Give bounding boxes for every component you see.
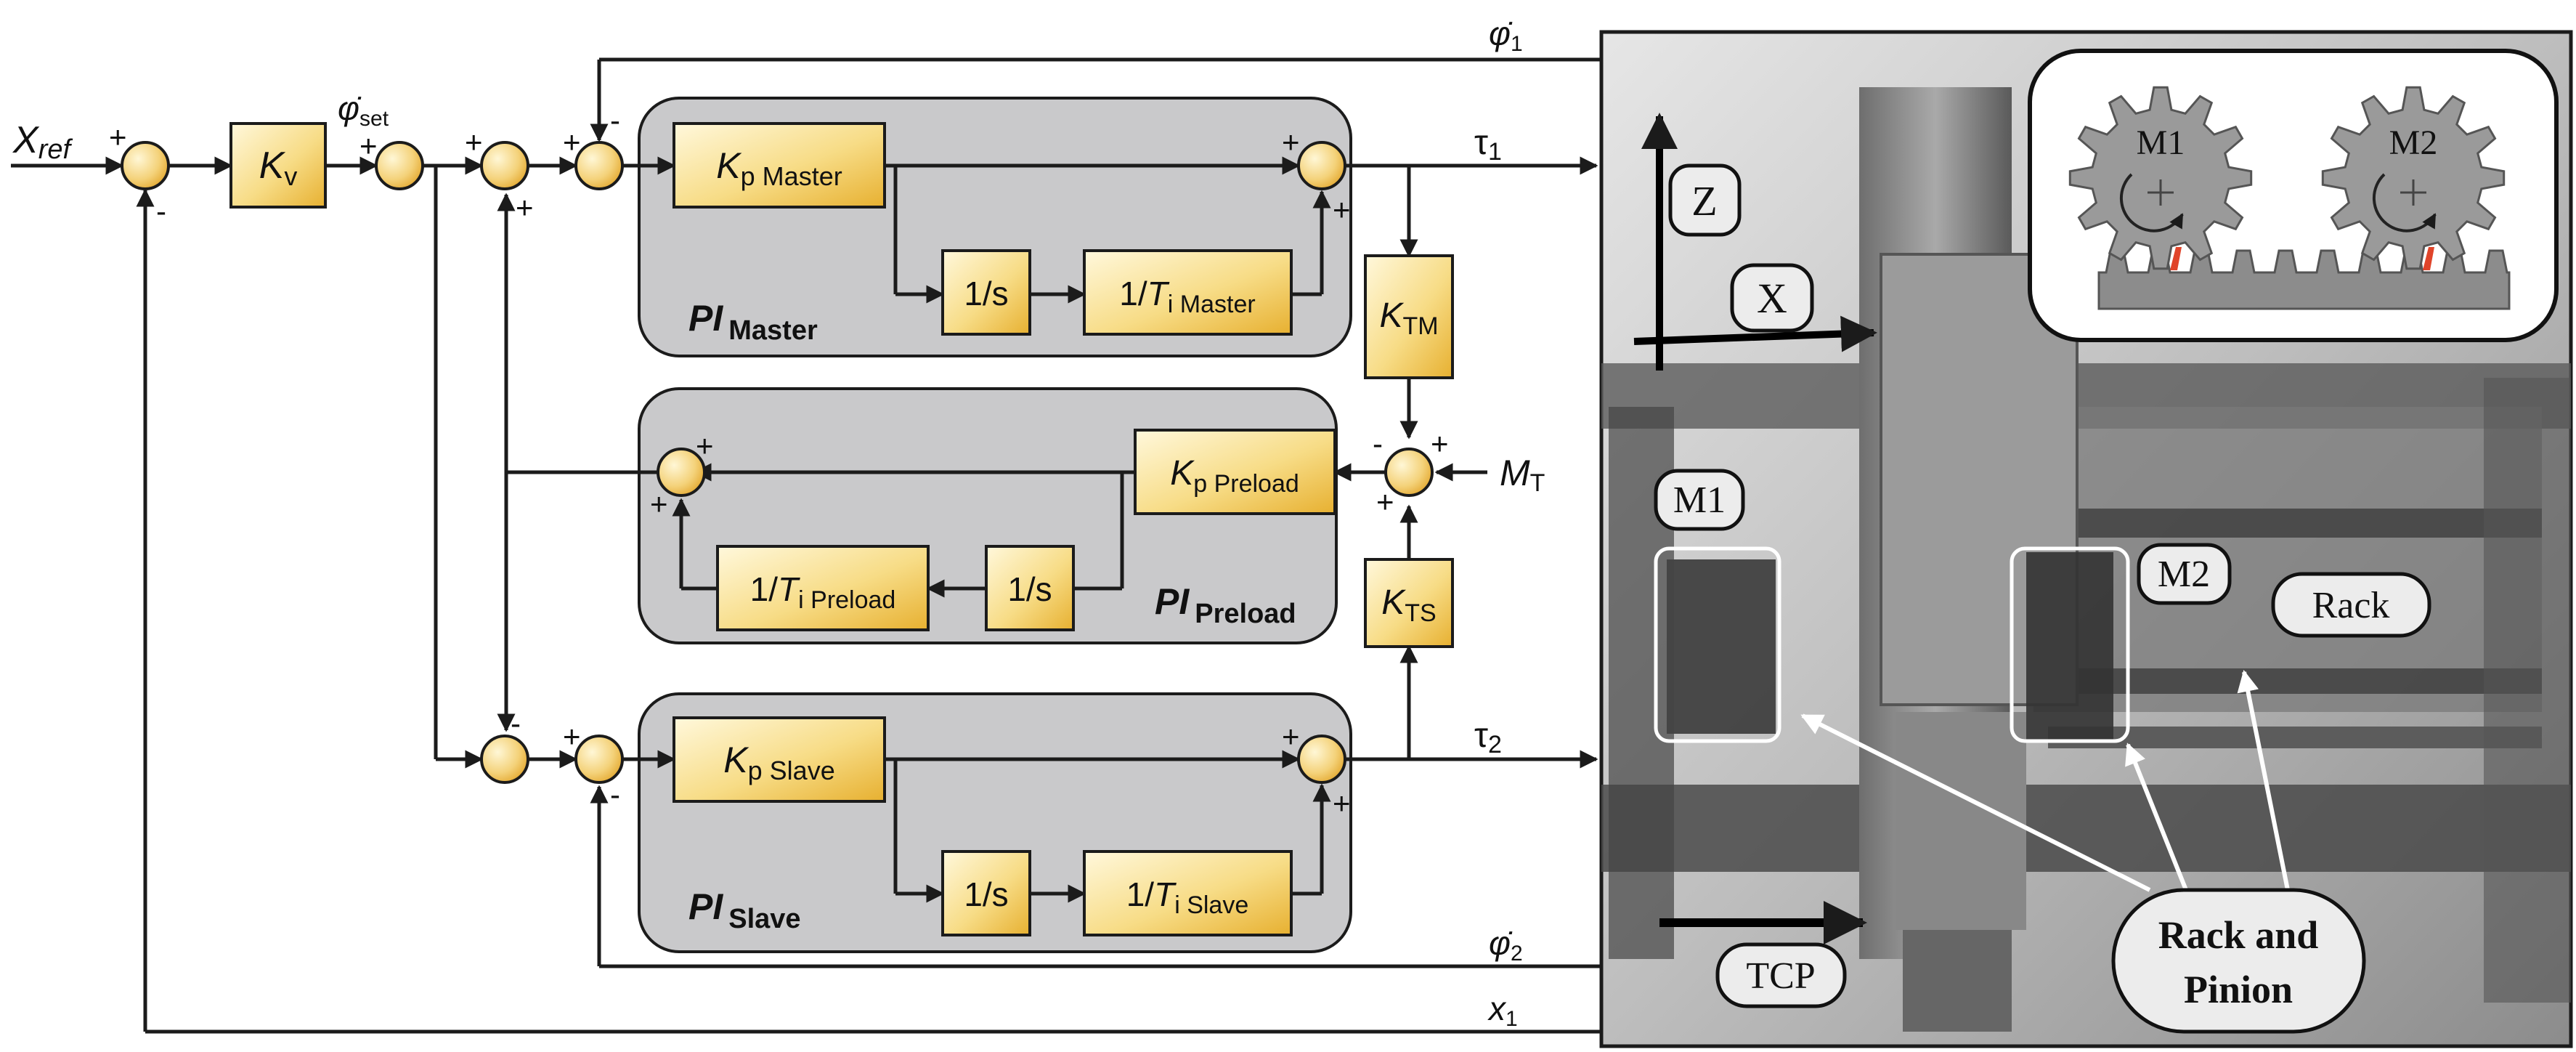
signal-phi2: φ̇2 [1489, 924, 1523, 966]
sum-slave-error [574, 735, 624, 784]
sum-torque-difference [1384, 448, 1434, 497]
gear-inset: M1 M2 [2028, 49, 2559, 342]
svg-text:-: - [610, 777, 620, 812]
svg-text:1/s: 1/s [964, 875, 1008, 913]
tcp-label: TCP [1746, 955, 1815, 997]
pinion-m1-gear [2068, 86, 2253, 270]
block-kp-preload: Kp Preload [1134, 429, 1336, 515]
svg-text:+: + [696, 429, 714, 463]
pinion-m2-rotation-arrow [2372, 173, 2437, 232]
svg-text:1/Ti Preload: 1/Ti Preload [750, 570, 896, 614]
svg-text:+: + [465, 125, 483, 159]
svg-text:+: + [1333, 193, 1351, 227]
gear-m1-label: M1 [2137, 124, 2185, 162]
pinion-m1-rotation-arrow [2119, 173, 2184, 232]
signal-x1: x1 [1487, 990, 1518, 1031]
svg-text:+: + [1431, 426, 1449, 461]
sum-master-error [574, 141, 624, 190]
svg-text:+: + [650, 487, 668, 521]
block-ktm: KTM [1364, 254, 1454, 379]
sum-master-preload [480, 141, 529, 190]
svg-text:1/s: 1/s [1007, 570, 1052, 608]
svg-text:+: + [359, 129, 378, 163]
machine-photo: Z X M1 M2 Rack TCP Rack and Pinion M1 M2 [1599, 30, 2573, 1048]
signal-tau1: τ1 [1474, 124, 1502, 166]
block-integrator-preload: 1/s [985, 545, 1075, 631]
axis-x-label-box [1730, 263, 1814, 333]
axis-z-label-box [1668, 163, 1742, 237]
svg-text:+: + [1376, 485, 1394, 519]
sum-velocity-feedforward [375, 141, 424, 190]
svg-text:+: + [1333, 786, 1351, 820]
m2-highlight-frame [2010, 546, 2130, 743]
svg-text:Kp Preload: Kp Preload [1170, 454, 1299, 498]
svg-text:Kp Slave: Kp Slave [723, 740, 834, 785]
m1-highlight-frame [1654, 546, 1781, 743]
block-kv: Kv [229, 122, 327, 209]
block-ti-slave: 1/Ti Slave [1083, 850, 1293, 936]
block-integrator-slave: 1/s [941, 850, 1031, 936]
rack-label: Rack [2312, 585, 2390, 626]
svg-text:-: - [156, 194, 166, 228]
m2-label: M2 [2158, 554, 2210, 595]
axis-z-label: Z [1691, 177, 1717, 224]
svg-text:KTS: KTS [1381, 583, 1436, 627]
svg-text:+: + [1282, 125, 1300, 159]
pinion-m2-gear [2321, 86, 2506, 270]
signal-lines [11, 57, 1600, 1034]
signal-phi1: φ̇1 [1489, 15, 1523, 56]
axis-x-label: X [1757, 275, 1787, 322]
m1-label-box [1654, 469, 1745, 531]
svg-text:-: - [610, 103, 620, 137]
svg-text:-: - [511, 706, 521, 740]
m2-label-box [2137, 543, 2232, 605]
svg-text:KTM: KTM [1379, 296, 1438, 340]
sum-position-error [121, 141, 170, 190]
signal-tau2: τ2 [1474, 716, 1502, 758]
rack-label-box [2271, 572, 2431, 638]
rack-pinion-label-box [2111, 888, 2366, 1034]
svg-text:+: + [1282, 719, 1300, 753]
block-ti-preload: 1/Ti Preload [716, 545, 930, 631]
m1-label: M1 [1673, 480, 1726, 521]
svg-text:+: + [563, 125, 581, 159]
gear-m2-label: M2 [2389, 124, 2438, 162]
svg-text:Kv: Kv [259, 145, 298, 191]
svg-text:1/Ti Slave: 1/Ti Slave [1126, 875, 1249, 919]
sum-slave-pi-output [1297, 735, 1346, 784]
signal-mt: MT [1500, 453, 1545, 497]
signal-xref: Xref [12, 119, 73, 165]
rack-pinion-label-line2: Pinion [2184, 968, 2293, 1011]
pinion-m1-contact-flank [2170, 247, 2182, 270]
svg-text:+: + [109, 120, 127, 154]
svg-text:Kp Master: Kp Master [716, 145, 842, 191]
pinion-m2-contact-flank [2423, 247, 2434, 270]
svg-text:+: + [516, 190, 534, 224]
sum-preload-pi-output [657, 448, 706, 497]
block-kp-slave: Kp Slave [673, 716, 886, 803]
svg-text:+: + [563, 719, 581, 753]
rack-pinion-label-line1: Rack and [2158, 913, 2319, 957]
signal-phi-set: φ̇set [338, 89, 389, 131]
svg-text:-: - [1373, 426, 1383, 461]
svg-text:1/s: 1/s [964, 275, 1008, 312]
block-ti-master: 1/Ti Master [1083, 249, 1293, 336]
sum-slave-preload [480, 735, 529, 784]
sum-master-pi-output [1297, 141, 1346, 190]
block-integrator-master: 1/s [941, 249, 1031, 336]
block-kts: KTS [1364, 558, 1454, 648]
svg-text:1/Ti Master: 1/Ti Master [1119, 275, 1255, 318]
block-kp-master: Kp Master [673, 122, 886, 209]
sign-markers: + - + + + + - + + - + + + + - + - + + [109, 103, 1449, 820]
tcp-label-box [1715, 942, 1847, 1008]
